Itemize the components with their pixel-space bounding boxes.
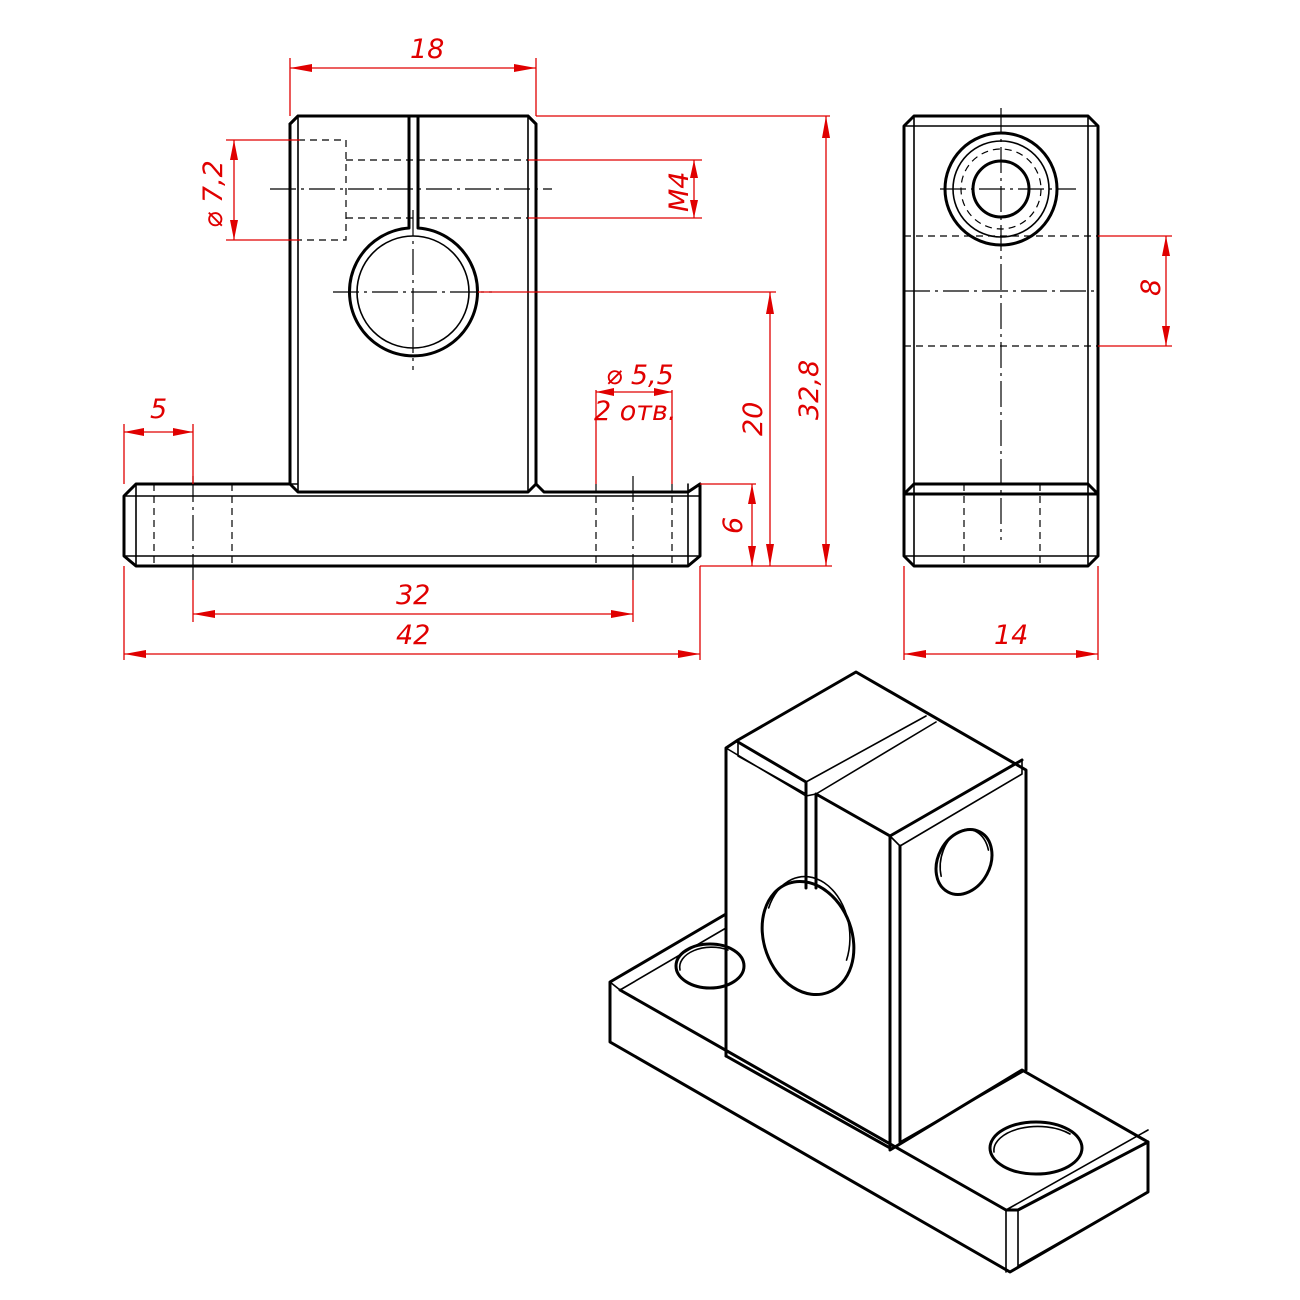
dim-side-width: 14	[994, 620, 1028, 651]
dim-top-width: 18	[410, 34, 444, 65]
side-view	[902, 108, 1100, 568]
dim-side-offset: 8	[1136, 279, 1167, 296]
dim-bore-height: 20	[738, 402, 769, 436]
dim-cbore-dia: ⌀ 7,2	[198, 160, 229, 228]
dimension-labels: 18 ⌀ 7,2 M4 32,8 20 6 5 ⌀ 5,5 2 отв. 32 …	[150, 34, 1167, 651]
front-view	[122, 114, 702, 580]
isometric-view	[608, 670, 1150, 1274]
dim-thread: M4	[664, 172, 695, 212]
dim-total-height: 32,8	[794, 360, 825, 420]
dim-flange: 5	[150, 394, 167, 425]
dim-hole-dia: ⌀ 5,5	[606, 360, 674, 391]
dim-hole-spacing: 32	[396, 580, 430, 611]
dimension-lines	[123, 58, 1172, 660]
dim-total-length: 42	[396, 620, 430, 651]
dim-base-height: 6	[718, 517, 749, 534]
dim-hole-count: 2 отв.	[594, 396, 677, 427]
